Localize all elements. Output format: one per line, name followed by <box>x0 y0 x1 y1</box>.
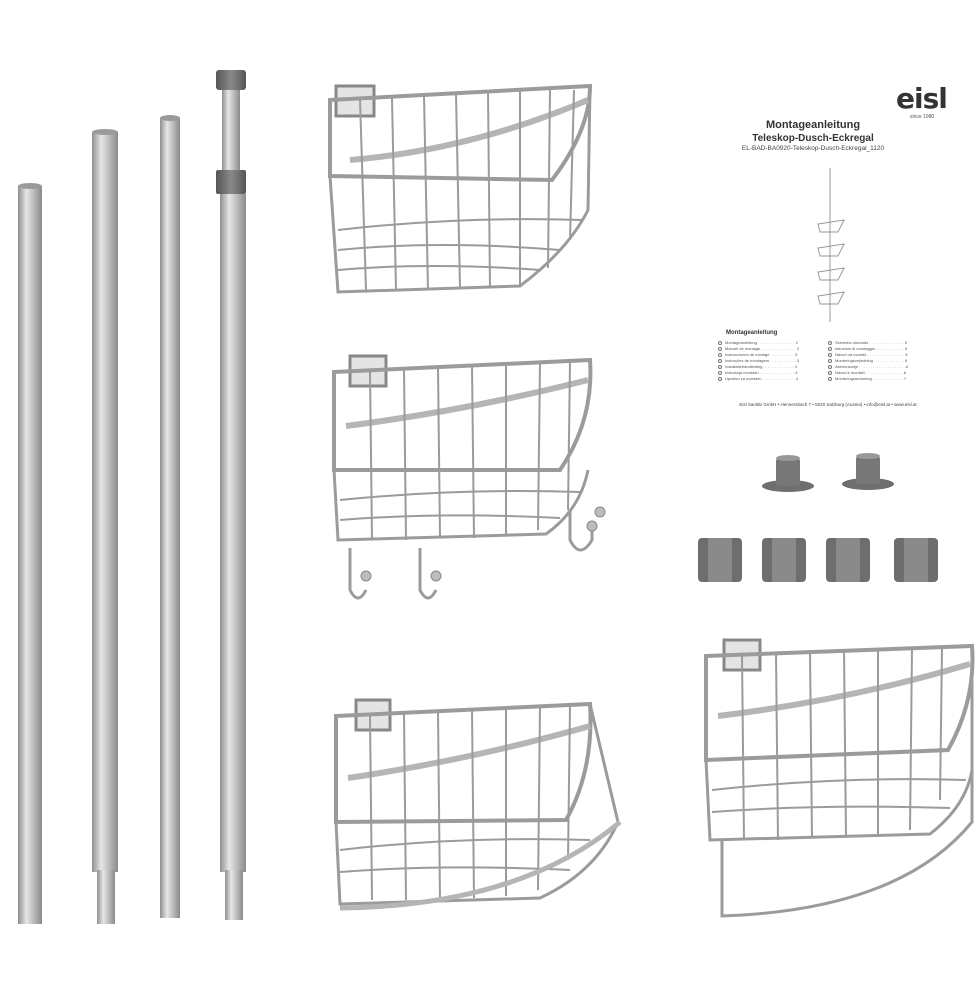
toc-entry: Instrukcja montażu . . . . . . . . . . .… <box>725 370 798 375</box>
pole-1 <box>18 183 42 924</box>
pole-end-caps <box>762 453 894 492</box>
toc-entry: Instruções de montagem . . . . . . . . .… <box>725 358 800 363</box>
corner-basket-4-bar <box>704 638 975 918</box>
corner-basket-3-tray <box>334 698 622 911</box>
toc-entry: Návod k montáži . . . . . . . . . . . . … <box>835 370 906 375</box>
manual-code: EL-BAD-BA0920-Teleskop-Dusch-Eckregal_11… <box>741 145 885 152</box>
toc-entry: Manuel de montage . . . . . . . . . . . … <box>725 346 800 351</box>
manual-shelf-illustration <box>817 168 845 322</box>
toc-title: Montageanleitung <box>726 330 778 336</box>
pole-4-telescopic <box>216 70 246 920</box>
toc: Montageanleitung . . . . . . . . . . . .… <box>718 340 938 382</box>
assembly-manual: eisl since 1980 Montageanleitung Telesko… <box>718 82 958 422</box>
toc-entry: Szerelési útmutató . . . . . . . . . . .… <box>835 340 908 345</box>
toc-entry: Montageanleitung . . . . . . . . . . . .… <box>725 340 798 345</box>
toc-entry: Istruzioni di montaggio . . . . . . . . … <box>835 346 908 351</box>
toc-entry: Návod na montáž . . . . . . . . . . . . … <box>835 352 908 357</box>
corner-basket-2-hooks <box>332 354 606 600</box>
toc-entry: Installatiehandleiding . . . . . . . . .… <box>725 364 797 369</box>
manual-subtitle: Teleskop-Dusch-Eckregal <box>752 133 874 144</box>
pole-3 <box>160 115 180 918</box>
pole-2 <box>92 129 118 924</box>
manual-footer: Eisl Sanitär GmbH • Hennersbach 7 • 5020… <box>739 402 917 407</box>
manual-title: Montageanleitung <box>765 119 861 131</box>
toc-entry: Instrucciones de montaje . . . . . . . .… <box>725 352 798 357</box>
toc-entry: Monteringsanvisning . . . . . . . . . . … <box>835 376 907 381</box>
pole-clamps <box>698 538 938 582</box>
toc-entry: Upustvo za montažu . . . . . . . . . . .… <box>725 376 799 381</box>
brand-logo: eisl <box>896 82 948 115</box>
brand-tagline: since 1980 <box>910 114 935 120</box>
toc-entry: Monteringsvejledning . . . . . . . . . .… <box>835 358 908 363</box>
corner-basket-1 <box>328 83 593 294</box>
toc-entry: Asennusohje . . . . . . . . . . . . . . … <box>835 364 909 369</box>
